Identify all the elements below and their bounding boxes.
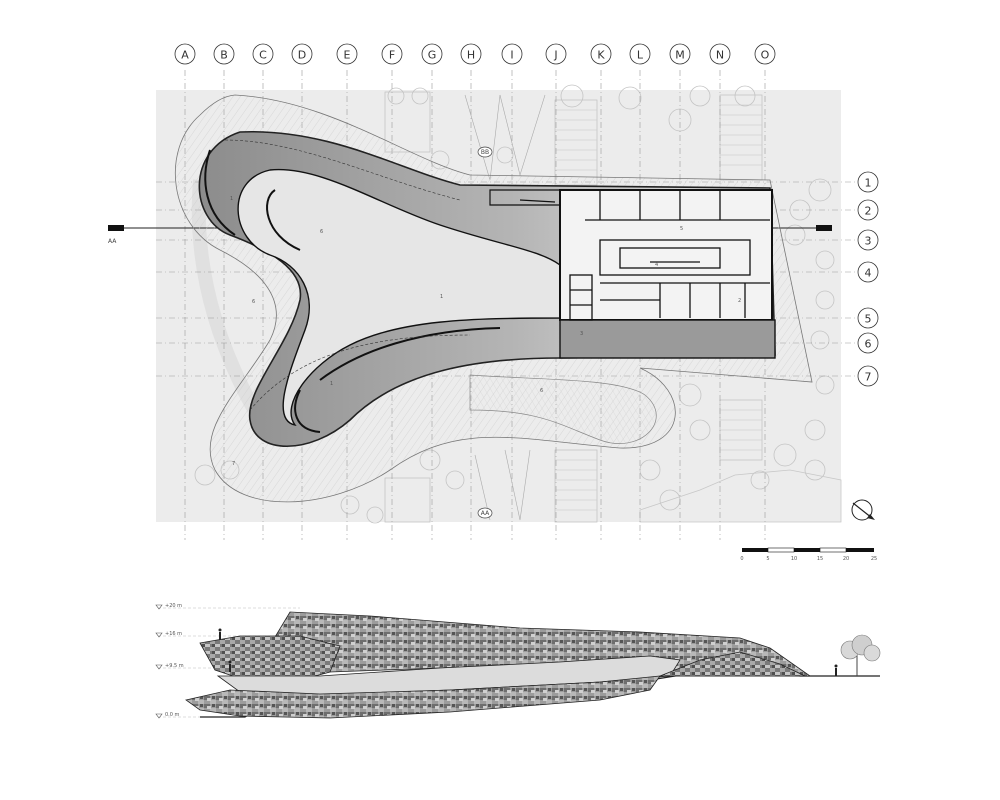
column-axis-b: B [213, 43, 235, 65]
column-axis-m: M [669, 43, 691, 65]
scale-bar: 0 5 10 15 20 25 [740, 547, 877, 562]
room-number: 6 [320, 229, 323, 235]
level-label: +9.5 m [165, 663, 184, 669]
column-axis-label: L [637, 49, 644, 62]
inner-void [237, 168, 561, 427]
column-axis-label: D [298, 49, 306, 62]
room-number: 2 [738, 298, 741, 304]
room-number: 7 [232, 461, 235, 467]
scale-tick-label: 0 [740, 556, 743, 562]
tree-icon [840, 634, 881, 676]
level-label: +16 m [165, 631, 182, 637]
room-number: 6 [252, 299, 255, 305]
level-label: +20 m [165, 603, 182, 609]
row-axis-4: 4 [857, 261, 879, 283]
column-axis-label: G [428, 49, 437, 62]
column-axis-label: H [467, 49, 475, 62]
scale-tick-label: 5 [766, 556, 769, 562]
floor-plan: AA [108, 70, 875, 540]
column-axis-label: E [344, 49, 351, 62]
room-number: 6 [540, 388, 543, 394]
column-axis-e: E [336, 43, 358, 65]
room-numbers: 1 6 6 1 5 4 2 3 6 1 7 [230, 196, 741, 467]
ramp-edges [204, 149, 501, 433]
scale-tick-label: 20 [843, 556, 849, 562]
column-axis-markers: A B C D E F G H I J K L M N O [174, 43, 776, 65]
interior-walls [569, 190, 770, 321]
column-axis-a: A [174, 43, 196, 65]
column-axis-f: F [381, 43, 403, 65]
human-figure-icon [218, 628, 838, 676]
room-number: 3 [580, 331, 583, 337]
room-number: 1 [230, 196, 233, 202]
section-mark-top-label: BB [481, 149, 489, 156]
right-wedge [659, 651, 806, 677]
column-axis-n: N [709, 43, 731, 65]
row-axis-label: 2 [865, 205, 872, 218]
column-axis-j: J [545, 43, 567, 65]
column-axis-c: C [252, 43, 274, 65]
column-axis-k: K [590, 43, 612, 65]
level-marker: 0.0 m [155, 712, 180, 719]
dashed-guides [224, 139, 471, 411]
level-marker: +9.5 m [155, 663, 184, 670]
column-axis-label: N [716, 49, 724, 62]
column-axis-g: G [421, 43, 443, 65]
row-axis-1: 1 [857, 171, 879, 193]
row-axis-label: 7 [865, 371, 872, 384]
left-cantilever [199, 635, 341, 681]
row-axis-label: 6 [865, 338, 872, 351]
room-number: 5 [680, 226, 683, 232]
row-axis-7: 7 [857, 365, 879, 387]
row-axis-label: 3 [865, 235, 872, 248]
scale-tick-label: 15 [817, 556, 823, 562]
column-axis-o: O [754, 43, 776, 65]
scale-tick-label: 25 [871, 556, 877, 562]
column-axis-h: H [460, 43, 482, 65]
column-axis-label: I [510, 49, 513, 62]
column-axis-label: C [259, 49, 267, 62]
column-axis-label: F [389, 49, 395, 62]
row-axis-5: 5 [857, 307, 879, 329]
column-axis-label: J [553, 49, 557, 62]
scale-bar-labels: 0 5 10 15 20 25 [740, 556, 877, 562]
column-axis-label: A [181, 49, 189, 62]
room-number: 1 [440, 294, 443, 300]
row-axis-label: 5 [865, 313, 872, 326]
column-axis-label: O [761, 49, 770, 62]
level-labels: +20 m +16 m +9.5 m 0.0 m [155, 603, 184, 719]
row-axis-6: 6 [857, 332, 879, 354]
row-axis-label: 4 [865, 267, 872, 280]
bottom-ramp-strip [559, 319, 776, 359]
level-marker: +16 m [155, 631, 182, 638]
column-axis-label: M [675, 49, 685, 62]
lower-loop [469, 374, 657, 444]
lower-mass [185, 675, 661, 719]
section-mark-top: BB [477, 146, 493, 158]
section-mark-bottom-label: AA [481, 510, 490, 517]
elevation: +20 m +16 m +9.5 m 0.0 m [155, 603, 881, 719]
column-axis-l: L [629, 43, 651, 65]
level-lines [158, 607, 300, 718]
column-axis-label: B [220, 49, 228, 62]
parking-stripes [555, 104, 762, 511]
section-marker-label: AA [108, 238, 117, 245]
level-label: 0.0 m [165, 712, 180, 718]
row-axis-markers: 1 2 3 4 5 6 7 [857, 171, 879, 387]
row-axis-2: 2 [857, 199, 879, 221]
column-axis-i: I [501, 43, 523, 65]
level-marker: +20 m [155, 603, 182, 610]
north-arrow-icon [851, 499, 875, 521]
room-number: 4 [655, 262, 658, 268]
column-axis-label: K [597, 49, 605, 62]
row-axis-3: 3 [857, 229, 879, 251]
scale-tick-label: 10 [791, 556, 797, 562]
room-number: 1 [330, 381, 333, 387]
building-block [489, 189, 776, 359]
column-axis-d: D [291, 43, 313, 65]
row-axis-label: 1 [865, 177, 872, 190]
trees [194, 84, 835, 524]
section-mark-bottom: AA [477, 507, 493, 519]
